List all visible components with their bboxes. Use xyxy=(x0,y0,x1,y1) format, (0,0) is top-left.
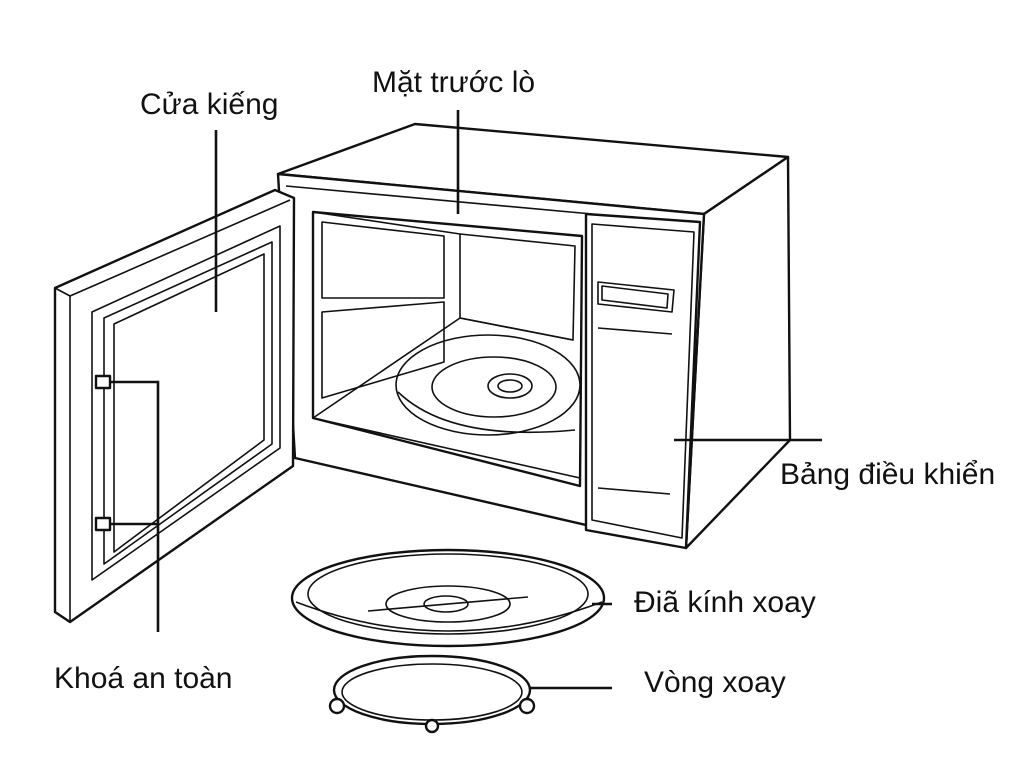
rotating-ring xyxy=(328,654,536,734)
label-turntable-plate: Điã kính xoay xyxy=(634,586,816,619)
label-rotating-ring: Vòng xoay xyxy=(644,666,786,699)
oven-cavity xyxy=(311,210,584,488)
control-panel xyxy=(584,212,702,550)
turntable-plate xyxy=(290,548,606,648)
label-control-panel: Bảng điều khiển xyxy=(780,458,995,491)
label-glass-door: Cửa kiếng xyxy=(140,88,279,121)
label-oven-front: Mặt trước lò xyxy=(372,66,535,99)
inner-turntable xyxy=(395,334,581,436)
glass-door xyxy=(53,188,296,624)
leader-safety-lock xyxy=(110,380,160,632)
label-safety-lock: Khoá an toàn xyxy=(54,662,233,695)
leader-lines xyxy=(110,110,822,690)
